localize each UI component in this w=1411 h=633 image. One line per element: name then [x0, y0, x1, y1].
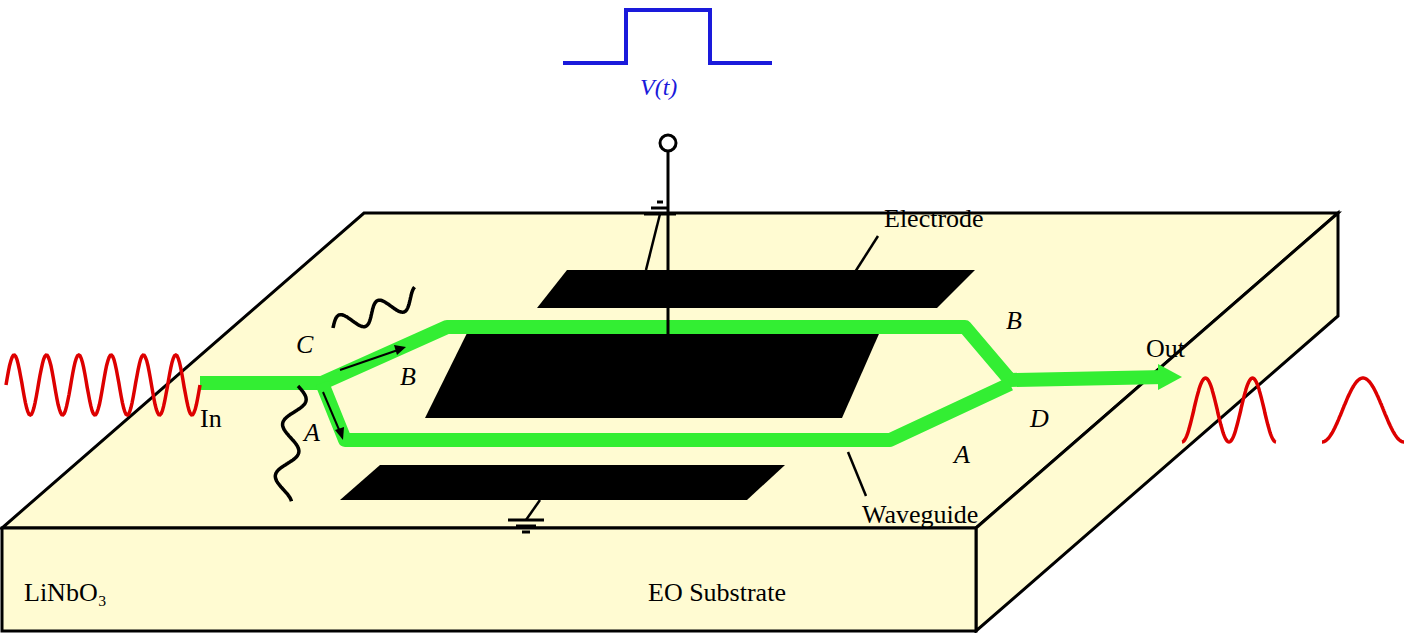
point-letter: A — [304, 418, 320, 448]
point-letter: A — [954, 440, 970, 470]
light-wave — [6, 355, 200, 415]
direction-arrow — [323, 392, 340, 432]
substrate-front — [2, 528, 976, 631]
direction-arrow — [340, 350, 398, 370]
point-letter: B — [1006, 306, 1022, 336]
voltage-pulse — [563, 10, 772, 63]
split-wave — [333, 287, 415, 328]
waveguide-tip — [1158, 364, 1182, 390]
leader-line — [848, 236, 878, 283]
ground-symbol — [516, 525, 536, 528]
ground-symbol — [657, 201, 663, 204]
light-wave — [1322, 378, 1404, 442]
ground-symbol — [644, 213, 676, 216]
port-name: In — [200, 404, 222, 434]
light-wave — [1182, 378, 1276, 442]
substrate-label: EO Substrate — [648, 578, 786, 608]
point-letter: C — [296, 330, 313, 360]
arrow-head — [335, 427, 344, 440]
point-letter: B — [400, 362, 416, 392]
ground-wire — [526, 500, 540, 520]
split-wave — [275, 386, 306, 501]
ground-symbol — [522, 531, 530, 534]
electrode-plate — [425, 327, 882, 418]
substrate-face: LiNbO₃ EO Substrate — [2, 528, 976, 631]
port-name: Out — [1146, 334, 1185, 364]
waveguide — [200, 327, 1165, 383]
electrode-plate — [340, 465, 785, 500]
part-name: Electrode — [884, 204, 984, 234]
substrate-side — [976, 213, 1338, 631]
leader-line — [848, 452, 866, 496]
ground-symbol — [651, 207, 669, 210]
point-letter: D — [1030, 404, 1049, 434]
ground-wire — [646, 214, 660, 270]
signal-name: V(t) — [640, 72, 677, 102]
part-name: Waveguide — [862, 500, 978, 530]
ground-symbol — [508, 519, 544, 522]
waveguide — [322, 383, 1010, 440]
substrate-label: LiNbO₃ — [24, 578, 107, 608]
electrode-plate — [537, 270, 975, 308]
terminal — [660, 135, 676, 151]
terminal-wire — [667, 152, 670, 372]
arrow-head — [394, 345, 406, 355]
